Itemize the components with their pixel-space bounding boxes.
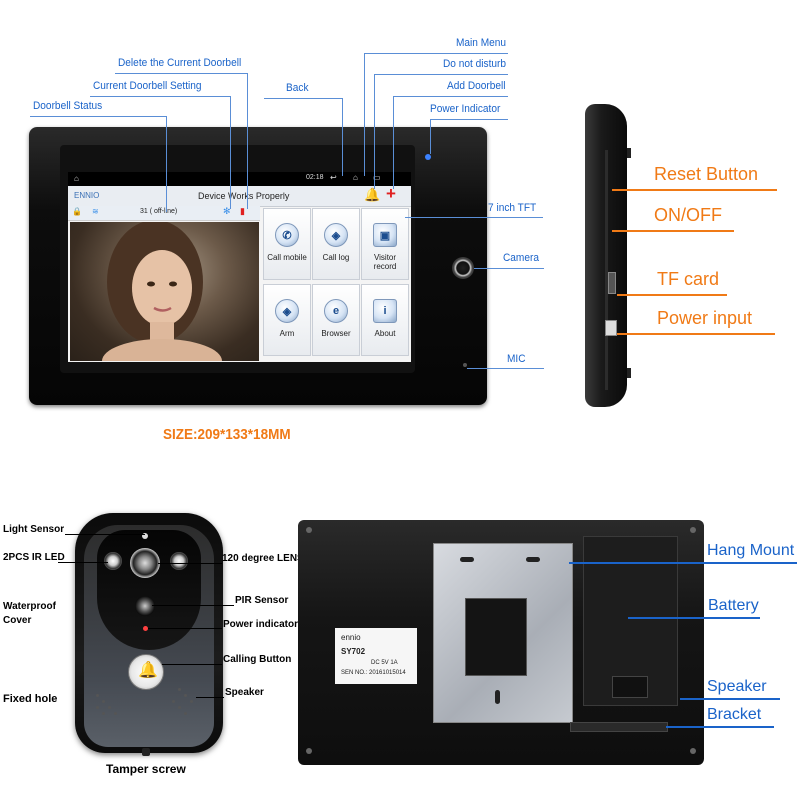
callout-reset: Reset Button [654,164,759,184]
sticker-power: DC 5V 1A [371,660,398,666]
screw [690,527,696,533]
callout-power-input: Power input [657,308,753,328]
setting-gear-icon[interactable]: ✻ [223,206,231,216]
doorbell-power-led [143,626,148,631]
side-edge [605,150,608,390]
callout-calling: Calling Button [223,654,292,665]
mount-slot [460,557,474,562]
ir-led-right [170,552,188,570]
mic-hole [463,363,467,367]
tile-label: Call log [322,253,350,262]
tile-browser[interactable]: e Browser [312,284,360,356]
callout-fixed: Fixed hole [3,693,58,705]
sticker-serial: SEN NO.: 20161015014 [341,670,406,676]
delete-trash-icon[interactable]: ▮ [240,206,245,216]
callout-setting: Current Doorbell Setting [93,80,202,92]
sticker-model: SY702 [341,647,366,656]
callout-bracket: Bracket [707,706,762,723]
callout-light: Light Sensor [3,524,65,535]
doorbell-number: 31 ( off-line) [140,208,178,215]
tile-arm[interactable]: ◈ Arm [263,284,311,356]
calling-button[interactable]: 🔔 [128,654,164,690]
face-image [102,220,222,383]
callout-tf: TF card [657,269,720,289]
tile-about[interactable]: i About [361,284,409,356]
mount-slot [495,690,500,704]
lock-icon: 🔒 [72,207,82,216]
app-title-bar: ENNIO Device Works Properly 🔔 + [68,184,411,207]
add-doorbell-icon[interactable]: + [386,184,396,203]
callout-hang: Hang Mount [707,542,795,559]
tile-call-log[interactable]: ◈ Call log [312,208,360,280]
shield-icon: ◈ [324,223,348,247]
callout-speaker: Speaker [225,687,264,698]
status-time: 02:18 [306,174,324,181]
tile-label: Visitor record [373,253,397,271]
camera-lens [452,257,474,279]
mount-slot [526,557,540,562]
light-sensor [142,533,148,539]
callout-tft: 7 inch TFT [488,202,537,214]
android-status-bar: ⌂ 02:18 ↩ ⌂ ▭ [68,172,411,186]
callout-status: Doorbell Status [33,100,103,112]
mount-window [465,598,527,676]
callout-main-menu: Main Menu [456,37,507,49]
screw [690,748,696,754]
callout-pir: PIR Sensor [235,595,289,606]
bracket-slot [570,722,668,732]
callout-tamper: Tamper screw [106,762,186,776]
browser-icon: e [324,299,348,323]
recent-nav-icon[interactable]: ▭ [373,173,381,182]
wifi-icon: ≋ [92,207,99,216]
tf-slot [608,272,616,294]
doorbell-info-bar: 🔒 ≋ 31 ( off-line) ✻ ▮ [68,206,260,221]
camera-lens-120 [130,548,160,578]
callout-dnd: Do not disturb [443,58,507,70]
bell-icon[interactable]: 🔔 [364,187,381,202]
sticker-brand: ennio [341,633,361,642]
shield-icon: ◈ [275,299,299,323]
screw [306,527,312,533]
callout-camera: Camera [503,252,539,264]
tile-label: About [374,329,396,338]
pir-sensor [135,596,155,616]
home-icon: ⌂ [74,174,79,183]
callout-add: Add Doorbell [447,80,506,92]
device-title: Device Works Properly [198,191,290,201]
callout-power: Power Indicator [430,103,501,115]
app-name: ENNIO [74,191,100,200]
tile-label: Call mobile [267,253,307,262]
ir-led-left [104,552,122,570]
bell-icon: 🔔 [138,662,158,679]
side-tab [627,368,631,378]
tamper-screw [142,748,150,756]
info-icon: i [373,299,397,323]
usb-port [605,320,617,336]
tile-visitor-record[interactable]: ▣ Visitor record [361,208,409,280]
tile-label: Browser [321,329,351,338]
back-nav-icon[interactable]: ↩ [330,173,337,182]
callout-onoff: ON/OFF [654,205,722,225]
callout-back: Back [286,82,309,94]
callout-lens: 120 degree LENS [222,553,304,564]
tile-call-mobile[interactable]: ✆ Call mobile [263,208,311,280]
callout-mic: MIC [507,353,526,365]
side-tab [627,148,631,158]
battery-latch [612,676,648,698]
image-icon: ▣ [373,223,397,247]
phone-icon: ✆ [275,223,299,247]
callout-delete: Delete the Current Doorbell [118,57,242,69]
callout-ir: 2PCS IR LED [3,552,65,563]
power-led [425,154,431,160]
size-label: SIZE:209*133*18MM [163,426,291,443]
callout-back-speaker: Speaker [707,678,767,695]
callout-battery: Battery [708,597,759,614]
screw [306,748,312,754]
visitor-photo [70,220,259,383]
product-sticker: ennio SY702 DC 5V 1A SEN NO.: 2016101501… [335,628,417,684]
callout-power-indicator: Power indicator [223,619,299,630]
home-nav-icon[interactable]: ⌂ [353,173,358,182]
tile-label: Arm [279,329,295,338]
callout-waterproof: Waterproof Cover [3,601,56,626]
